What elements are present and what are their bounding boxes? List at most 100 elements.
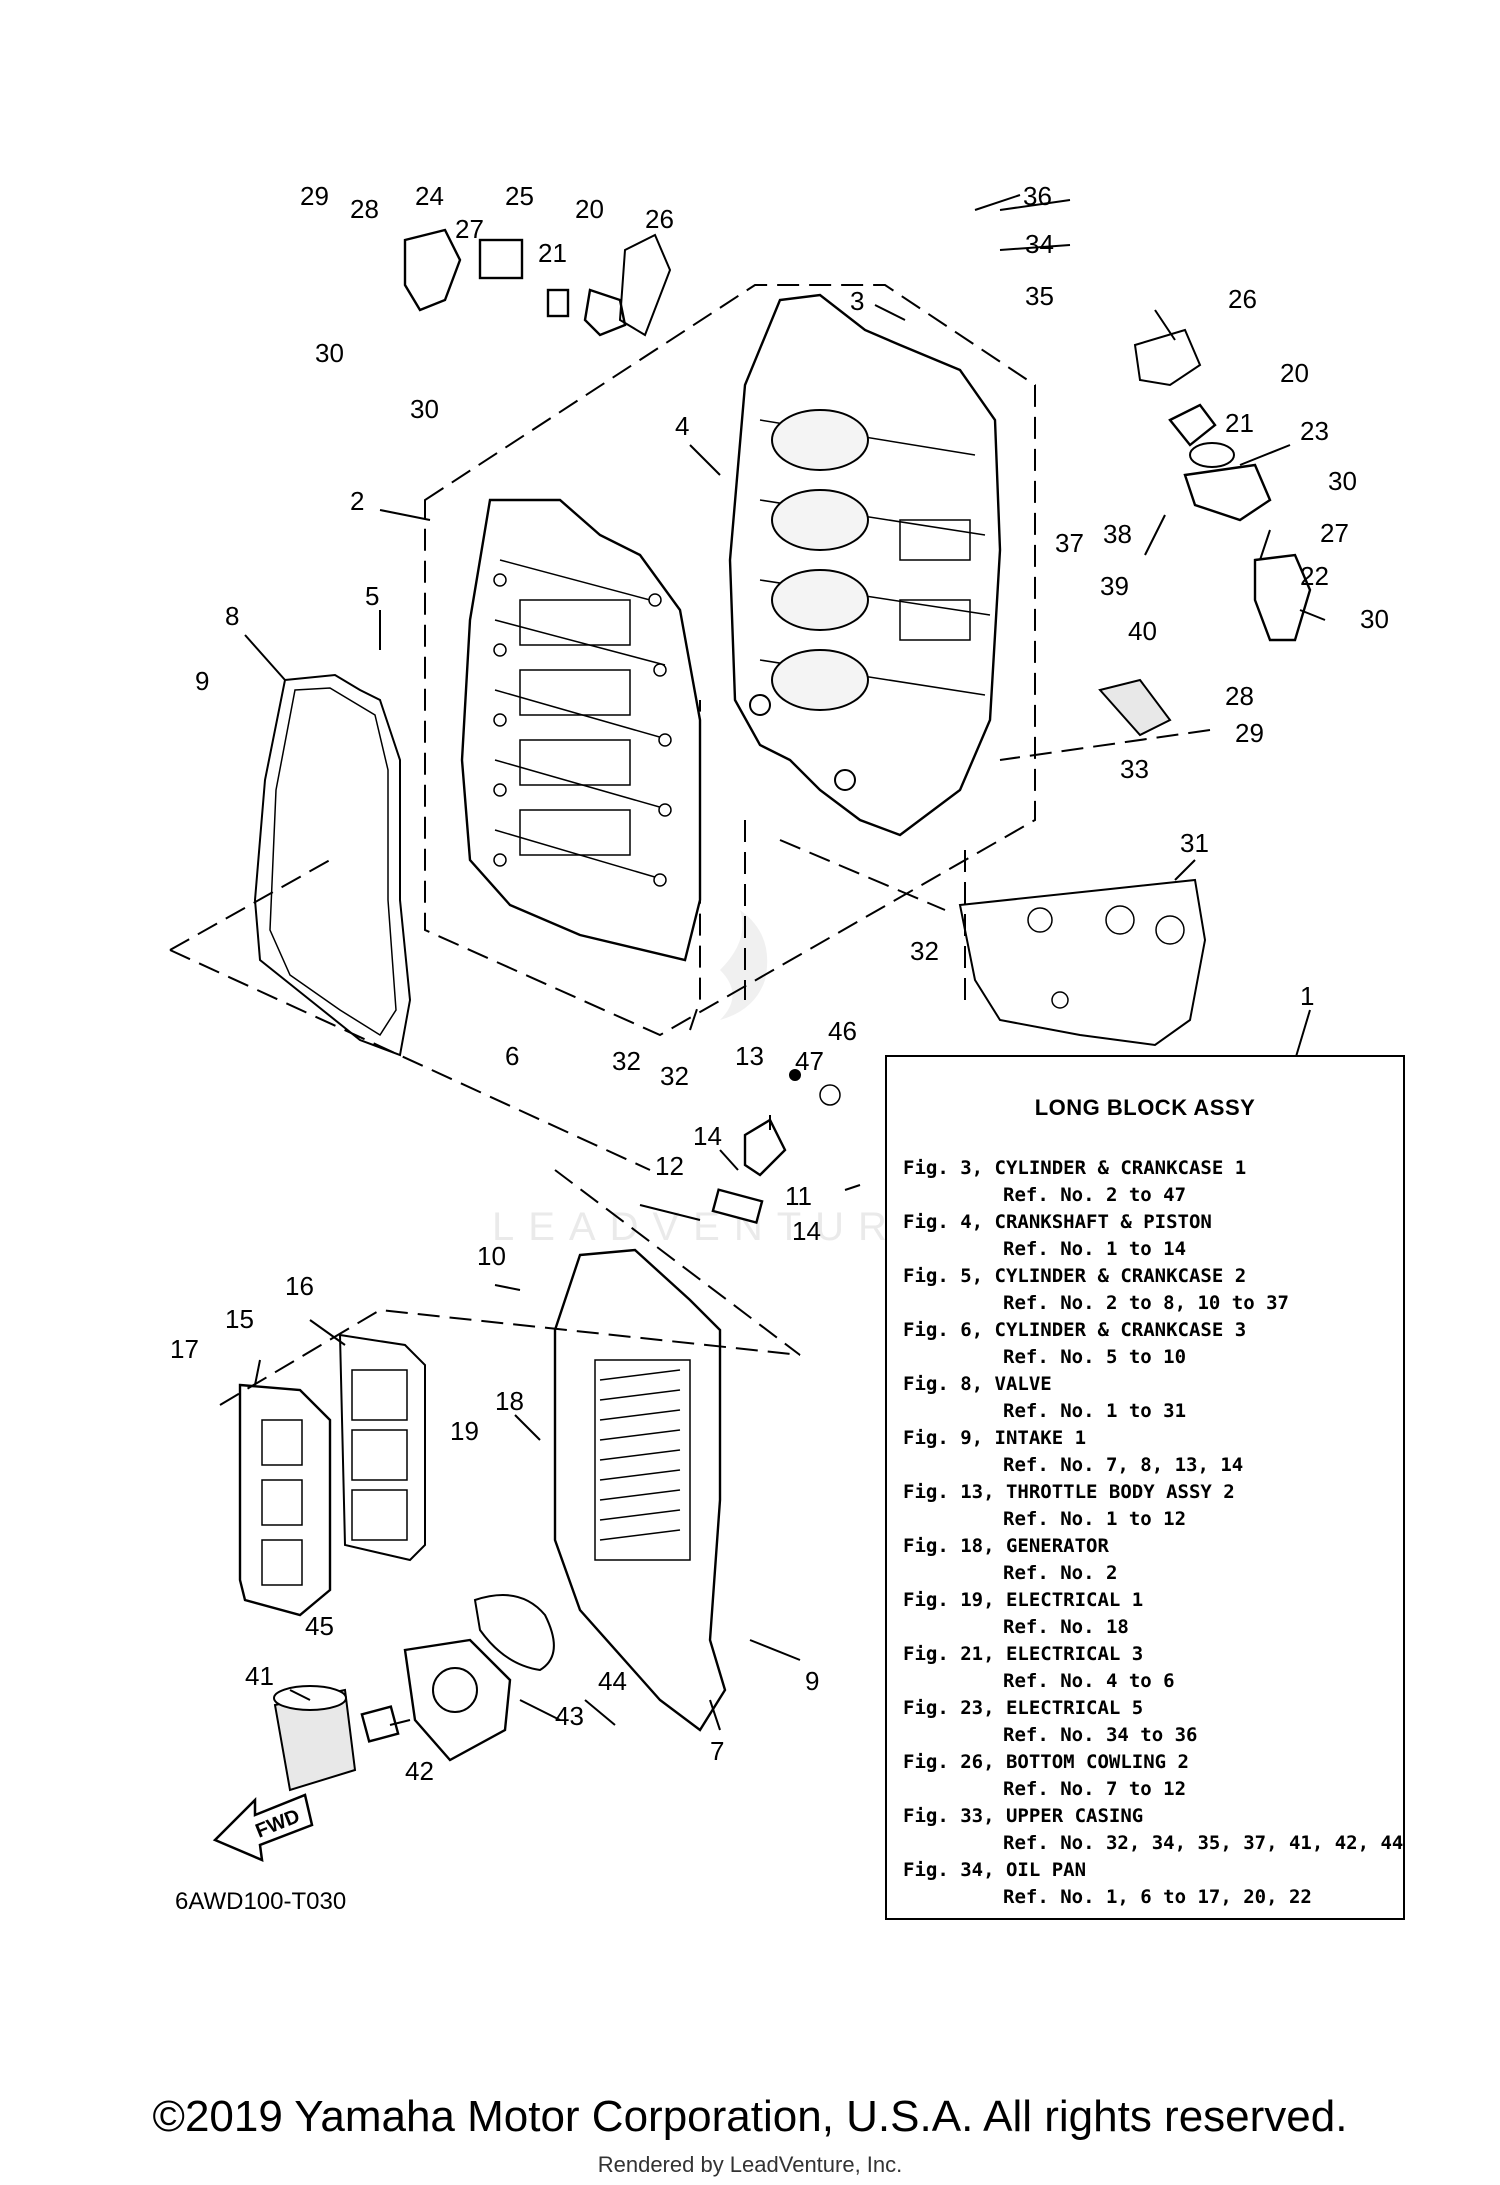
fwd-arrow: FWD (212, 1793, 314, 1863)
legend-ref-entry: Ref. No. 34 to 36 (1003, 1724, 1198, 1746)
leader-lines (244, 194, 1326, 1731)
callout-21b: 21 (1225, 408, 1254, 438)
callout-33: 33 (1120, 754, 1149, 784)
callout-6: 6 (505, 1041, 519, 1071)
callout-10: 10 (477, 1241, 506, 1271)
callout-30a: 30 (315, 338, 344, 368)
callout-37: 37 (1055, 528, 1084, 558)
callout-30d: 30 (1360, 604, 1389, 634)
cylinder-head (460, 498, 702, 962)
copyright-text: ©2019 Yamaha Motor Corporation, U.S.A. A… (152, 2092, 1348, 2141)
callout-9b: 9 (805, 1666, 819, 1696)
legend-ref-entry: Ref. No. 2 to 47 (1003, 1184, 1187, 1206)
legend-title: LONG BLOCK ASSY (1034, 1095, 1256, 1120)
callout-22: 22 (1300, 561, 1329, 591)
callout-17: 17 (170, 1334, 199, 1364)
oil-filter-housing (403, 1638, 512, 1762)
cylinder-block (728, 293, 1002, 837)
legend-fig-entry: Fig. 9, INTAKE 1 (903, 1427, 1087, 1449)
legend-fig-entry: Fig. 4, CRANKSHAFT & PISTON (903, 1211, 1212, 1233)
callout-26b: 26 (1228, 284, 1257, 314)
thermostat-housing-right (1133, 328, 1312, 642)
callout-28a: 28 (350, 194, 379, 224)
callout-numbers: 1 2 3 4 5 6 7 8 9 9 10 11 12 13 14 14 15… (170, 181, 1389, 1786)
legend-fig-entry: Fig. 21, ELECTRICAL 3 (903, 1643, 1144, 1665)
callout-19: 19 (450, 1416, 479, 1446)
oil-pressure-fitting (711, 1069, 841, 1225)
legend-fig-entry: Fig. 34, OIL PAN (903, 1859, 1087, 1881)
callout-2: 2 (350, 486, 364, 516)
callout-32b: 32 (612, 1046, 641, 1076)
legend-ref-entry: Ref. No. 4 to 6 (1003, 1670, 1175, 1692)
legend-ref-entry: Ref. No. 5 to 10 (1003, 1346, 1187, 1368)
callout-28b: 28 (1225, 681, 1254, 711)
callout-18: 18 (495, 1386, 524, 1416)
callout-7: 7 (710, 1736, 724, 1766)
legend-ref-entry: Ref. No. 2 to 8, 10 to 37 (1003, 1292, 1289, 1314)
callout-42: 42 (405, 1756, 434, 1786)
callout-14a: 14 (693, 1121, 722, 1151)
legend-fig-entry: Fig. 5, CYLINDER & CRANKCASE 2 (903, 1265, 1247, 1287)
callout-13: 13 (735, 1041, 764, 1071)
callout-4: 4 (675, 411, 689, 441)
callout-21a: 21 (538, 238, 567, 268)
callout-39: 39 (1100, 571, 1129, 601)
legend-fig-entry: Fig. 19, ELECTRICAL 1 (903, 1589, 1144, 1611)
legend-ref-entry: Ref. No. 1, 6 to 17, 20, 22 (1003, 1886, 1312, 1908)
legend-fig-entry: Fig. 6, CYLINDER & CRANKCASE 3 (903, 1319, 1247, 1341)
callout-45: 45 (305, 1611, 334, 1641)
callout-24: 24 (415, 181, 444, 211)
callout-14b: 14 (792, 1216, 821, 1246)
callout-27b: 27 (1320, 518, 1349, 548)
callout-15: 15 (225, 1304, 254, 1334)
callout-12: 12 (655, 1151, 684, 1181)
exhaust-gasket (958, 878, 1207, 1047)
legend-fig-entry: Fig. 18, GENERATOR (903, 1535, 1109, 1557)
callout-20a: 20 (575, 194, 604, 224)
legend-fig-entry: Fig. 8, VALVE (903, 1373, 1052, 1395)
callout-29a: 29 (300, 181, 329, 211)
legend-fig-entry: Fig. 26, BOTTOM COWLING 2 (903, 1751, 1189, 1773)
diagram-code: 6AWD100-T030 (175, 1888, 347, 1915)
callout-16: 16 (285, 1271, 314, 1301)
callout-46: 46 (828, 1016, 857, 1046)
legend-ref-entry: Ref. No. 18 (1003, 1616, 1129, 1638)
callout-40: 40 (1128, 616, 1157, 646)
rendered-by-text: Rendered by LeadVenture, Inc. (597, 2152, 903, 2177)
housing-gasket (473, 1594, 555, 1672)
legend-list: Fig. 3, CYLINDER & CRANKCASE 1 Ref. No. 2… (903, 1155, 1403, 1911)
legend-fig-entry: Fig. 13, THROTTLE BODY ASSY 2 (903, 1481, 1235, 1503)
callout-9a: 9 (195, 666, 209, 696)
assembly-lines (169, 700, 1211, 1406)
legend-ref-entry: Ref. No. 2 (1003, 1562, 1118, 1584)
callout-26a: 26 (645, 204, 674, 234)
callout-25: 25 (505, 181, 534, 211)
side-cover (238, 1383, 332, 1617)
leadventure-watermark: LEADVENTURE (492, 910, 942, 1249)
callout-11: 11 (785, 1181, 812, 1211)
anode-plate (1098, 678, 1172, 737)
callout-36: 36 (1023, 181, 1052, 211)
side-cover-gasket (338, 1333, 426, 1562)
head-gasket (253, 673, 412, 1057)
callout-38: 38 (1103, 519, 1132, 549)
callout-43: 43 (555, 1701, 584, 1731)
callout-41: 41 (245, 1661, 274, 1691)
legend-ref-entry: Ref. No. 1 to 14 (1003, 1238, 1187, 1260)
callout-44: 44 (598, 1666, 627, 1696)
oil-filter-union (360, 1705, 400, 1743)
callout-47: 47 (795, 1046, 824, 1076)
callout-35: 35 (1025, 281, 1054, 311)
legend-fig-entry: Fig. 23, ELECTRICAL 5 (903, 1697, 1144, 1719)
legend-ref-entry: Ref. No. 32, 34, 35, 37, 41, 42, 44 (1003, 1832, 1404, 1854)
legend-fig-entry: Fig. 3, CYLINDER & CRANKCASE 1 (903, 1157, 1247, 1179)
legend-ref-entry: Ref. No. 7, 8, 13, 14 (1003, 1454, 1244, 1476)
callout-29b: 29 (1235, 718, 1264, 748)
callout-8: 8 (225, 601, 239, 631)
callout-30c: 30 (1328, 466, 1357, 496)
callout-3: 3 (850, 286, 864, 316)
watermark-text: LEADVENTURE (492, 1205, 942, 1249)
legend-ref-entry: Ref. No. 1 to 31 (1003, 1400, 1187, 1422)
legend-fig-entry: Fig. 33, UPPER CASING (903, 1805, 1144, 1827)
